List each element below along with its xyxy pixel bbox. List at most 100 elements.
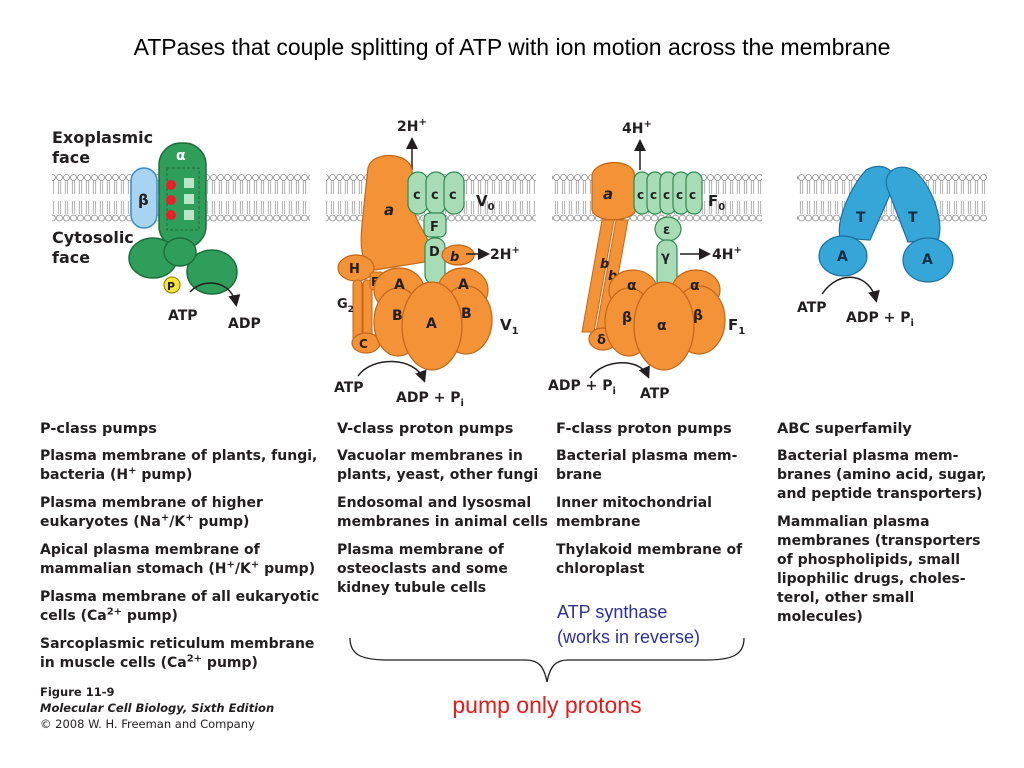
exoplasmic-label: Exoplasmic: [52, 128, 153, 147]
svg-text:ATP: ATP: [640, 386, 670, 402]
svg-text:C: C: [359, 337, 368, 351]
p-class-item: Sarcoplasmic reticulum membrane in muscl…: [40, 636, 315, 671]
svg-text:ADP + Pi: ADP + Pi: [846, 310, 914, 329]
beta-subunit: [130, 167, 158, 229]
svg-text:V0: V0: [476, 192, 495, 213]
abc-column: ABC superfamily Bacterial plasma mem-bra…: [777, 420, 992, 636]
cytosolic-domain-right: [186, 249, 238, 295]
svg-text:T: T: [856, 210, 866, 226]
svg-text:H: H: [349, 262, 360, 277]
svg-text:ADP + Pi: ADP + Pi: [548, 378, 616, 397]
v0-c-ring: c c c: [407, 171, 465, 215]
svg-text:γ: γ: [661, 250, 670, 265]
svg-text:ε: ε: [663, 223, 670, 238]
atp-synthase-note: ATP synthase (works in reverse): [557, 600, 700, 650]
f1-head: α α β β α: [604, 269, 726, 371]
figure-credit: Figure 11-9 Molecular Cell Biology, Sixt…: [40, 684, 274, 732]
slide-title: ATPases that couple splitting of ATP wit…: [133, 34, 891, 60]
svg-text:F0: F0: [708, 192, 725, 213]
svg-text:c: c: [449, 188, 457, 203]
svg-text:ADP + Pi: ADP + Pi: [396, 390, 464, 409]
svg-text:ATP: ATP: [334, 380, 364, 396]
copyright: © 2008 W. H. Freeman and Company: [40, 717, 255, 731]
svg-text:ADP: ADP: [228, 316, 261, 332]
svg-text:ATP: ATP: [797, 300, 827, 316]
v-class-heading: V-class proton pumps: [337, 421, 514, 437]
svg-text:c: c: [431, 188, 439, 203]
svg-text:α: α: [690, 278, 700, 294]
cytosolic-face-label: face: [52, 248, 90, 267]
svg-text:A: A: [394, 277, 405, 293]
svg-text:P: P: [167, 280, 175, 293]
svg-text:2H+: 2H+: [490, 245, 520, 263]
p-class-column: P-class pumps Plasma membrane of plants,…: [40, 420, 328, 682]
svg-text:4H+: 4H+: [622, 119, 652, 137]
f-subunit-a: [591, 162, 637, 221]
svg-text:c: c: [663, 188, 670, 202]
svg-text:b: b: [608, 269, 617, 284]
svg-text:A: A: [426, 316, 437, 332]
v1-head: A A B B A: [373, 267, 493, 371]
figure-number: Figure 11-9: [40, 685, 115, 699]
v-class-item: Vacuolar membranes in plants, yeast, oth…: [337, 448, 539, 483]
svg-text:b: b: [600, 257, 609, 272]
note-line-2: (works in reverse): [557, 627, 701, 647]
svg-text:β: β: [693, 308, 703, 324]
v-class-column: V-class proton pumps Vacuolar membranes …: [337, 420, 549, 607]
svg-text:2H+: 2H+: [397, 117, 427, 135]
f-class-pump: 4H+ a c c c c c F0 ε γ 4H+ b b δ: [548, 119, 745, 402]
svg-text:B: B: [461, 306, 472, 322]
exoplasmic-face-label: face: [52, 148, 90, 167]
p-class-pump: Exoplasmic face Cytosolic face β α P ATP…: [52, 128, 261, 332]
note-line-1: ATP synthase: [557, 602, 668, 622]
f0-c-ring: c c c c c: [633, 171, 703, 215]
grouping-brace: [349, 637, 745, 683]
svg-text:c: c: [413, 188, 421, 203]
v-class-pump: 2H+ a c c c V0 F D b 2H+ H G2 C E: [334, 117, 520, 409]
f-class-item: Inner mitochondrial membrane: [556, 495, 712, 530]
svg-text:α: α: [627, 278, 637, 294]
book-title: Molecular Cell Biology, Sixth Edition: [40, 701, 275, 715]
svg-text:V1: V1: [500, 316, 519, 337]
atpase-diagram: Exoplasmic face Cytosolic face β α P ATP…: [52, 117, 987, 409]
svg-text:G2: G2: [337, 297, 354, 315]
abc-item: Bacterial plasma mem-branes (amino acid,…: [777, 448, 987, 502]
f-class-item: Bacterial plasma mem-brane: [556, 448, 738, 483]
pump-only-protons-label: pump only protons: [452, 692, 642, 718]
svg-text:F: F: [430, 220, 439, 235]
p-class-item: Plasma membrane of plants, fungi, bacter…: [40, 448, 318, 483]
v-class-item: Endosomal and lysosmal membranes in anim…: [337, 495, 548, 530]
f-class-heading: F-class proton pumps: [556, 421, 732, 437]
svg-text:a: a: [603, 185, 613, 203]
p-class-heading: P-class pumps: [40, 421, 157, 437]
p-class-item: Plasma membrane of higher eukaryotes (Na…: [40, 495, 263, 530]
svg-text:T: T: [908, 210, 918, 226]
svg-text:c: c: [650, 188, 657, 202]
svg-text:β: β: [138, 191, 149, 209]
f-class-column: F-class proton pumps Bacterial plasma me…: [556, 420, 751, 588]
svg-text:β: β: [622, 310, 632, 326]
svg-text:F1: F1: [728, 316, 745, 337]
svg-text:A: A: [922, 252, 933, 268]
svg-text:A: A: [458, 277, 469, 293]
abc-a-right: [902, 237, 954, 283]
abc-t-right: [885, 166, 941, 243]
svg-text:ATP: ATP: [168, 308, 198, 324]
abc-item: Mammalian plasma membranes (transporters…: [777, 514, 981, 625]
v-subunit-b: [441, 244, 475, 266]
svg-text:B: B: [392, 308, 403, 324]
svg-text:a: a: [384, 201, 394, 219]
svg-text:α: α: [657, 318, 667, 334]
svg-text:c: c: [676, 188, 683, 202]
p-class-item: Apical plasma membrane of mammalian stom…: [40, 542, 316, 577]
svg-text:A: A: [837, 249, 848, 265]
svg-text:b: b: [450, 250, 459, 265]
p-class-item: Plasma membrane of all eukaryotic cells …: [40, 589, 320, 624]
phosphate-badge: [163, 276, 181, 294]
svg-text:c: c: [689, 188, 696, 202]
cytosolic-label: Cytosolic: [52, 228, 134, 247]
v-subunit-f: [423, 212, 447, 238]
svg-text:D: D: [429, 245, 440, 260]
abc-a-left: [818, 235, 868, 277]
svg-text:4H+: 4H+: [712, 245, 742, 263]
